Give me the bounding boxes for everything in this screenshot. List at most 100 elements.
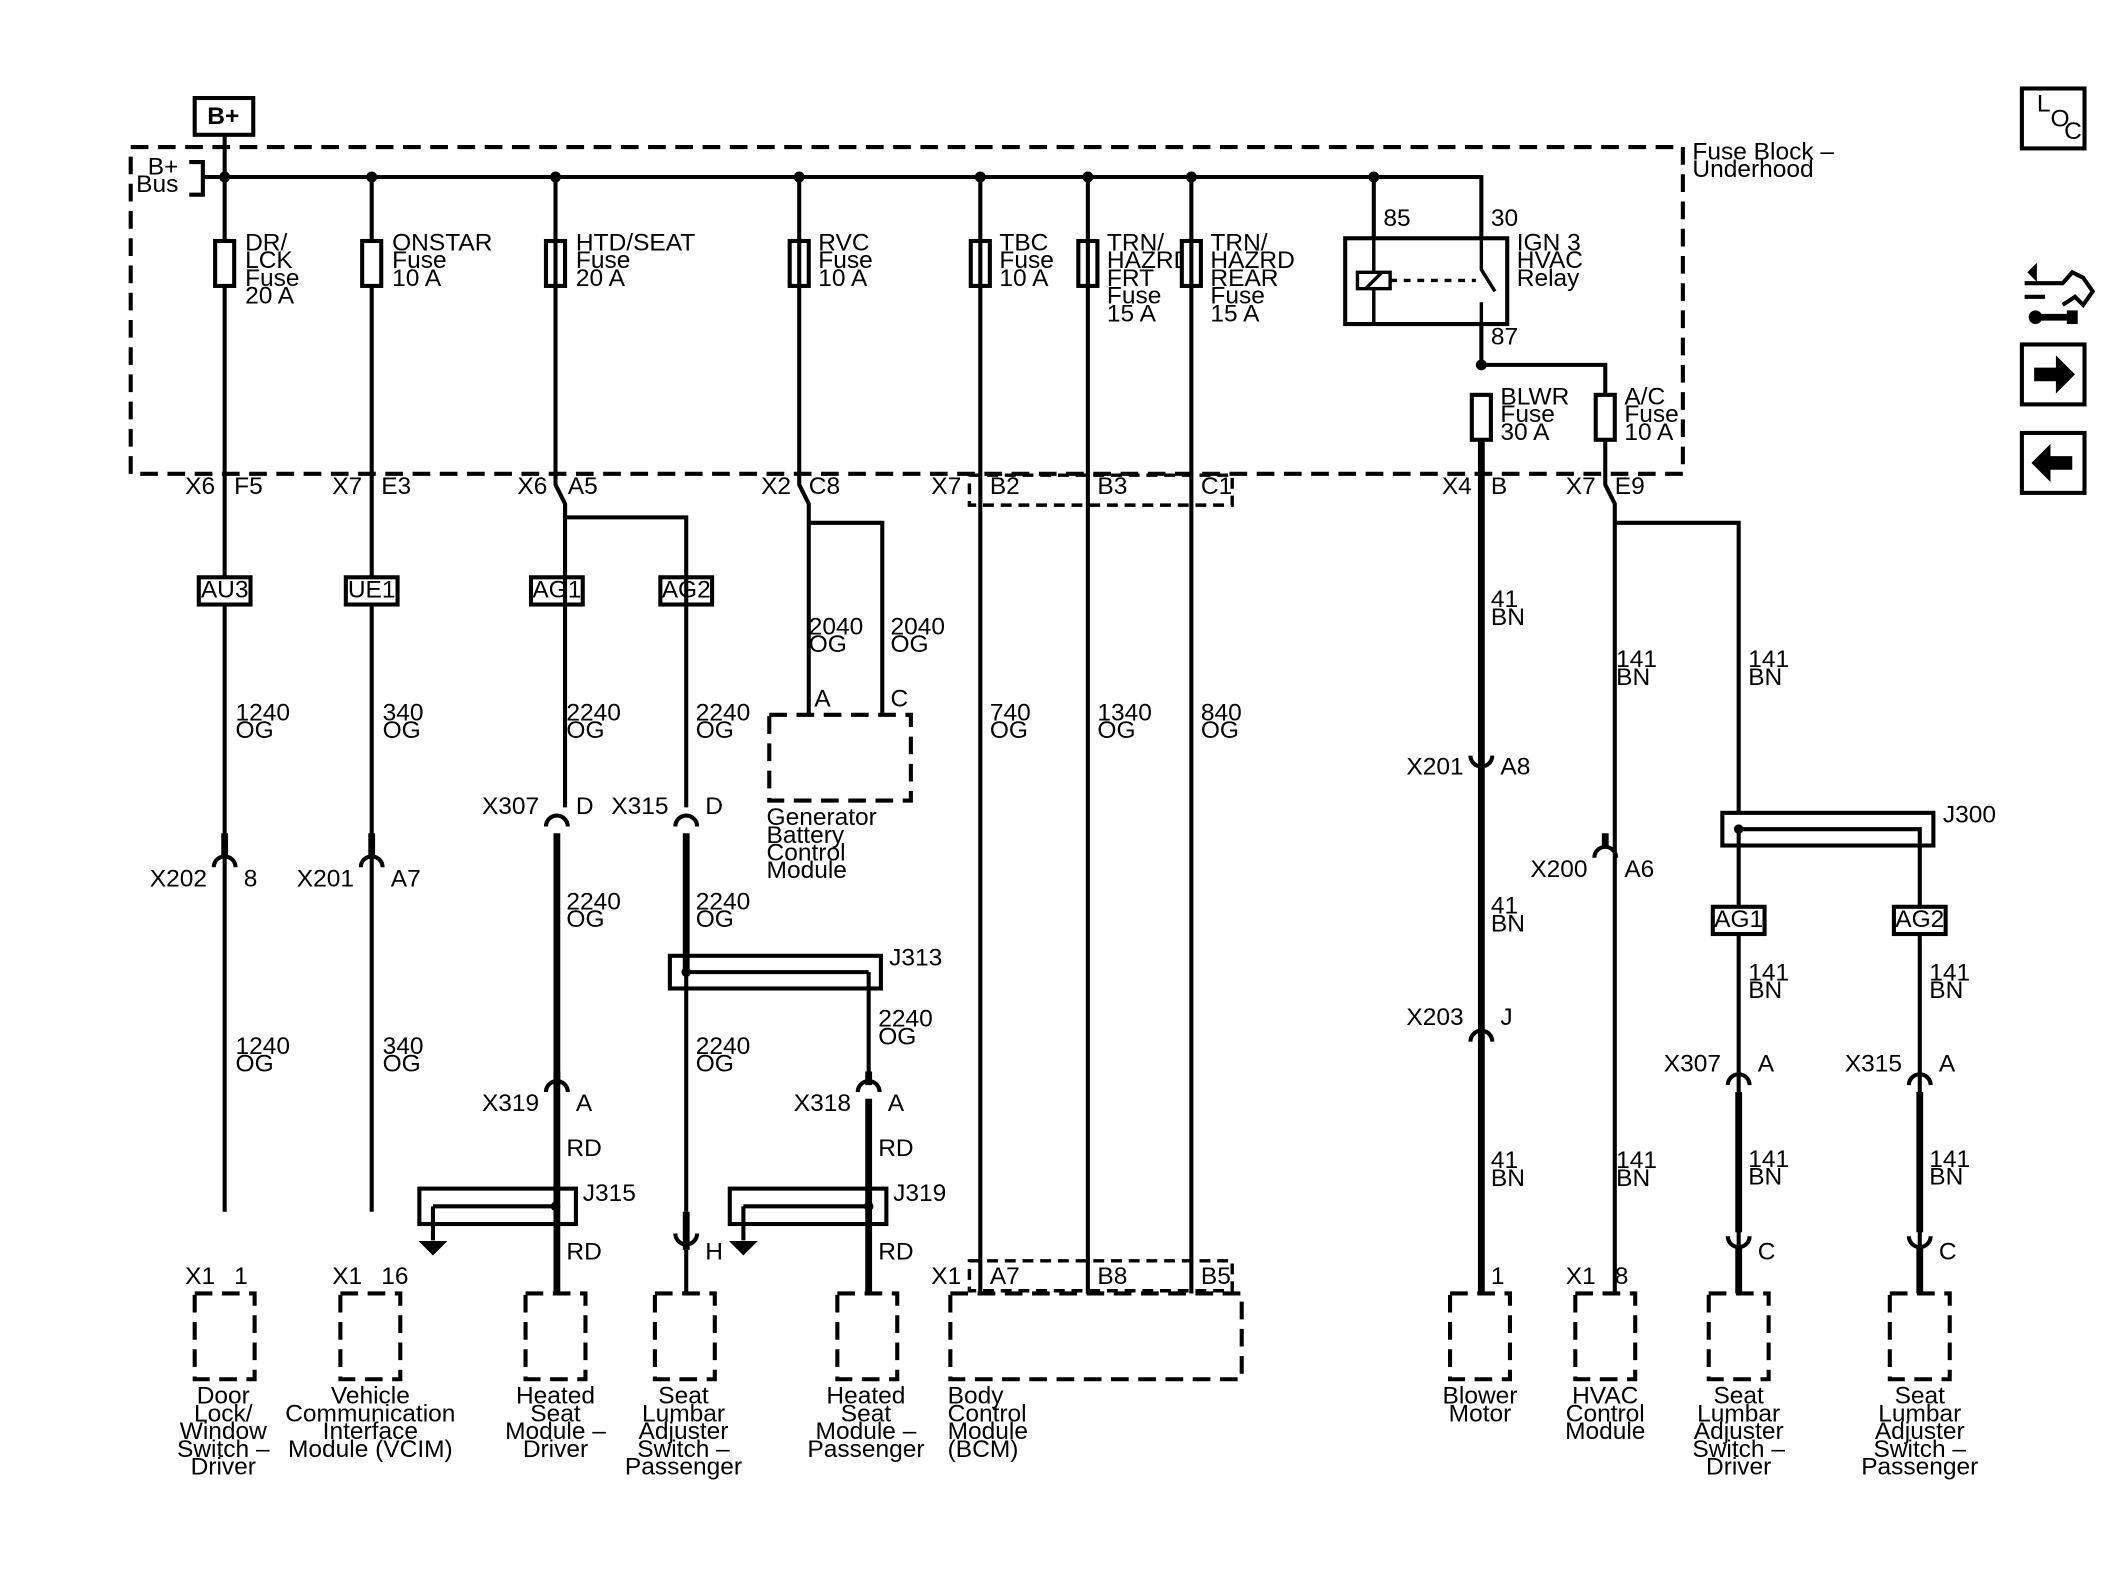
svg-text:Body: Body bbox=[948, 1383, 1005, 1410]
svg-text:740: 740 bbox=[990, 699, 1031, 726]
svg-text:OG: OG bbox=[878, 1023, 916, 1050]
svg-text:Heated: Heated bbox=[516, 1383, 595, 1410]
connector-x6-f5: X6 F5 bbox=[185, 473, 263, 500]
svg-text:(BCM): (BCM) bbox=[948, 1436, 1019, 1463]
svg-text:DR/: DR/ bbox=[245, 230, 287, 257]
svg-text:Fuse: Fuse bbox=[999, 247, 1053, 274]
svg-text:HAZRD: HAZRD bbox=[1107, 247, 1191, 274]
svg-text:141: 141 bbox=[1748, 646, 1789, 673]
svg-text:RVC: RVC bbox=[818, 230, 869, 257]
svg-text:BN: BN bbox=[1929, 977, 1963, 1004]
svg-text:X6: X6 bbox=[185, 473, 215, 500]
svg-text:Motor: Motor bbox=[1449, 1400, 1512, 1427]
svg-text:ONSTAR: ONSTAR bbox=[392, 230, 492, 257]
svg-text:Interface: Interface bbox=[323, 1418, 418, 1445]
svg-text:Control: Control bbox=[767, 839, 846, 866]
loc-button[interactable]: L O C bbox=[2019, 86, 2087, 151]
svg-text:AG1: AG1 bbox=[1714, 906, 1763, 933]
svg-text:Blower: Blower bbox=[1443, 1383, 1518, 1410]
svg-text:OG: OG bbox=[1201, 717, 1239, 744]
svg-text:340: 340 bbox=[383, 1033, 424, 1060]
svg-text:15 A: 15 A bbox=[1107, 300, 1157, 327]
option-ag1-right: AG1 bbox=[1710, 904, 1767, 937]
svg-text:J315: J315 bbox=[583, 1180, 636, 1207]
svg-text:B5: B5 bbox=[1201, 1263, 1231, 1290]
svg-text:A: A bbox=[1758, 1051, 1775, 1078]
option-ue1: UE1 bbox=[343, 575, 400, 607]
svg-text:Switch –: Switch – bbox=[177, 1436, 270, 1463]
svg-text:840: 840 bbox=[1201, 699, 1242, 726]
svg-text:AG2: AG2 bbox=[1895, 906, 1944, 933]
svg-text:AU3: AU3 bbox=[201, 577, 249, 604]
connector-x2-c8: X2 C8 bbox=[761, 473, 840, 500]
svg-text:A: A bbox=[576, 1090, 593, 1117]
svg-text:OG: OG bbox=[696, 717, 734, 744]
svg-text:Lumbar: Lumbar bbox=[1697, 1400, 1780, 1427]
svg-text:41: 41 bbox=[1491, 1147, 1518, 1174]
svg-text:Passenger: Passenger bbox=[625, 1454, 742, 1481]
connector-x7-b2-b3-c1: X7 B2 B3 C1 bbox=[931, 473, 1234, 507]
arrow-right-icon[interactable] bbox=[2019, 342, 2087, 407]
svg-text:340: 340 bbox=[383, 699, 424, 726]
seat-lumbar-adjuster-switch-passenger-right: Seat Lumbar Adjuster Switch – Passenger bbox=[1861, 1291, 1978, 1481]
svg-text:Fuse: Fuse bbox=[1500, 401, 1554, 428]
svg-text:30 A: 30 A bbox=[1500, 419, 1550, 446]
svg-text:2040: 2040 bbox=[809, 613, 864, 640]
svg-text:85: 85 bbox=[1383, 205, 1410, 232]
svg-text:D: D bbox=[705, 793, 723, 820]
svg-text:Window: Window bbox=[180, 1418, 267, 1445]
svg-text:E9: E9 bbox=[1615, 473, 1645, 500]
connector-pin-c-driver: C bbox=[1725, 1236, 1775, 1294]
svg-text:Lumbar: Lumbar bbox=[1878, 1400, 1961, 1427]
svg-text:B8: B8 bbox=[1097, 1263, 1127, 1290]
svg-text:TRN/: TRN/ bbox=[1107, 230, 1164, 257]
svg-text:2240: 2240 bbox=[566, 889, 621, 916]
svg-text:LCK: LCK bbox=[245, 247, 293, 274]
option-au3: AU3 bbox=[196, 575, 253, 607]
svg-text:Lumbar: Lumbar bbox=[642, 1400, 725, 1427]
svg-text:Adjuster: Adjuster bbox=[639, 1418, 729, 1445]
svg-text:X315: X315 bbox=[611, 793, 668, 820]
svg-text:A8: A8 bbox=[1500, 754, 1530, 781]
svg-text:OG: OG bbox=[383, 717, 421, 744]
svg-text:141: 141 bbox=[1616, 646, 1657, 673]
inline-connector-x307-d: X307 D bbox=[482, 793, 594, 1294]
connector-pin-h: H bbox=[673, 1211, 723, 1294]
svg-text:B+: B+ bbox=[148, 153, 179, 180]
bus-label: B+ Bus bbox=[136, 153, 178, 198]
svg-text:J319: J319 bbox=[893, 1180, 946, 1207]
svg-text:X2: X2 bbox=[761, 473, 791, 500]
svg-text:2240: 2240 bbox=[696, 1033, 751, 1060]
component-view-icon[interactable] bbox=[2024, 262, 2096, 325]
svg-text:X307: X307 bbox=[1664, 1051, 1721, 1078]
svg-text:Vehicle: Vehicle bbox=[331, 1383, 410, 1410]
svg-text:Module: Module bbox=[948, 1418, 1028, 1445]
svg-text:Fuse: Fuse bbox=[818, 247, 872, 274]
arrow-left-icon[interactable] bbox=[2019, 430, 2087, 495]
svg-text:C1: C1 bbox=[1201, 473, 1232, 500]
fuse-block-label: Fuse Block – Underhood bbox=[1692, 138, 1834, 183]
svg-text:OG: OG bbox=[696, 906, 734, 933]
svg-text:C: C bbox=[1939, 1238, 1957, 1265]
svg-text:30: 30 bbox=[1491, 205, 1518, 232]
inline-connector-x201-a8: X201 A8 bbox=[1406, 754, 1530, 781]
svg-text:Module: Module bbox=[767, 857, 847, 884]
svg-text:Lock/: Lock/ bbox=[194, 1400, 253, 1427]
svg-text:10 A: 10 A bbox=[818, 265, 868, 292]
svg-text:B: B bbox=[1491, 473, 1507, 500]
svg-text:Underhood: Underhood bbox=[1692, 156, 1813, 183]
connector-x6-a5: X6 A5 bbox=[517, 473, 597, 500]
